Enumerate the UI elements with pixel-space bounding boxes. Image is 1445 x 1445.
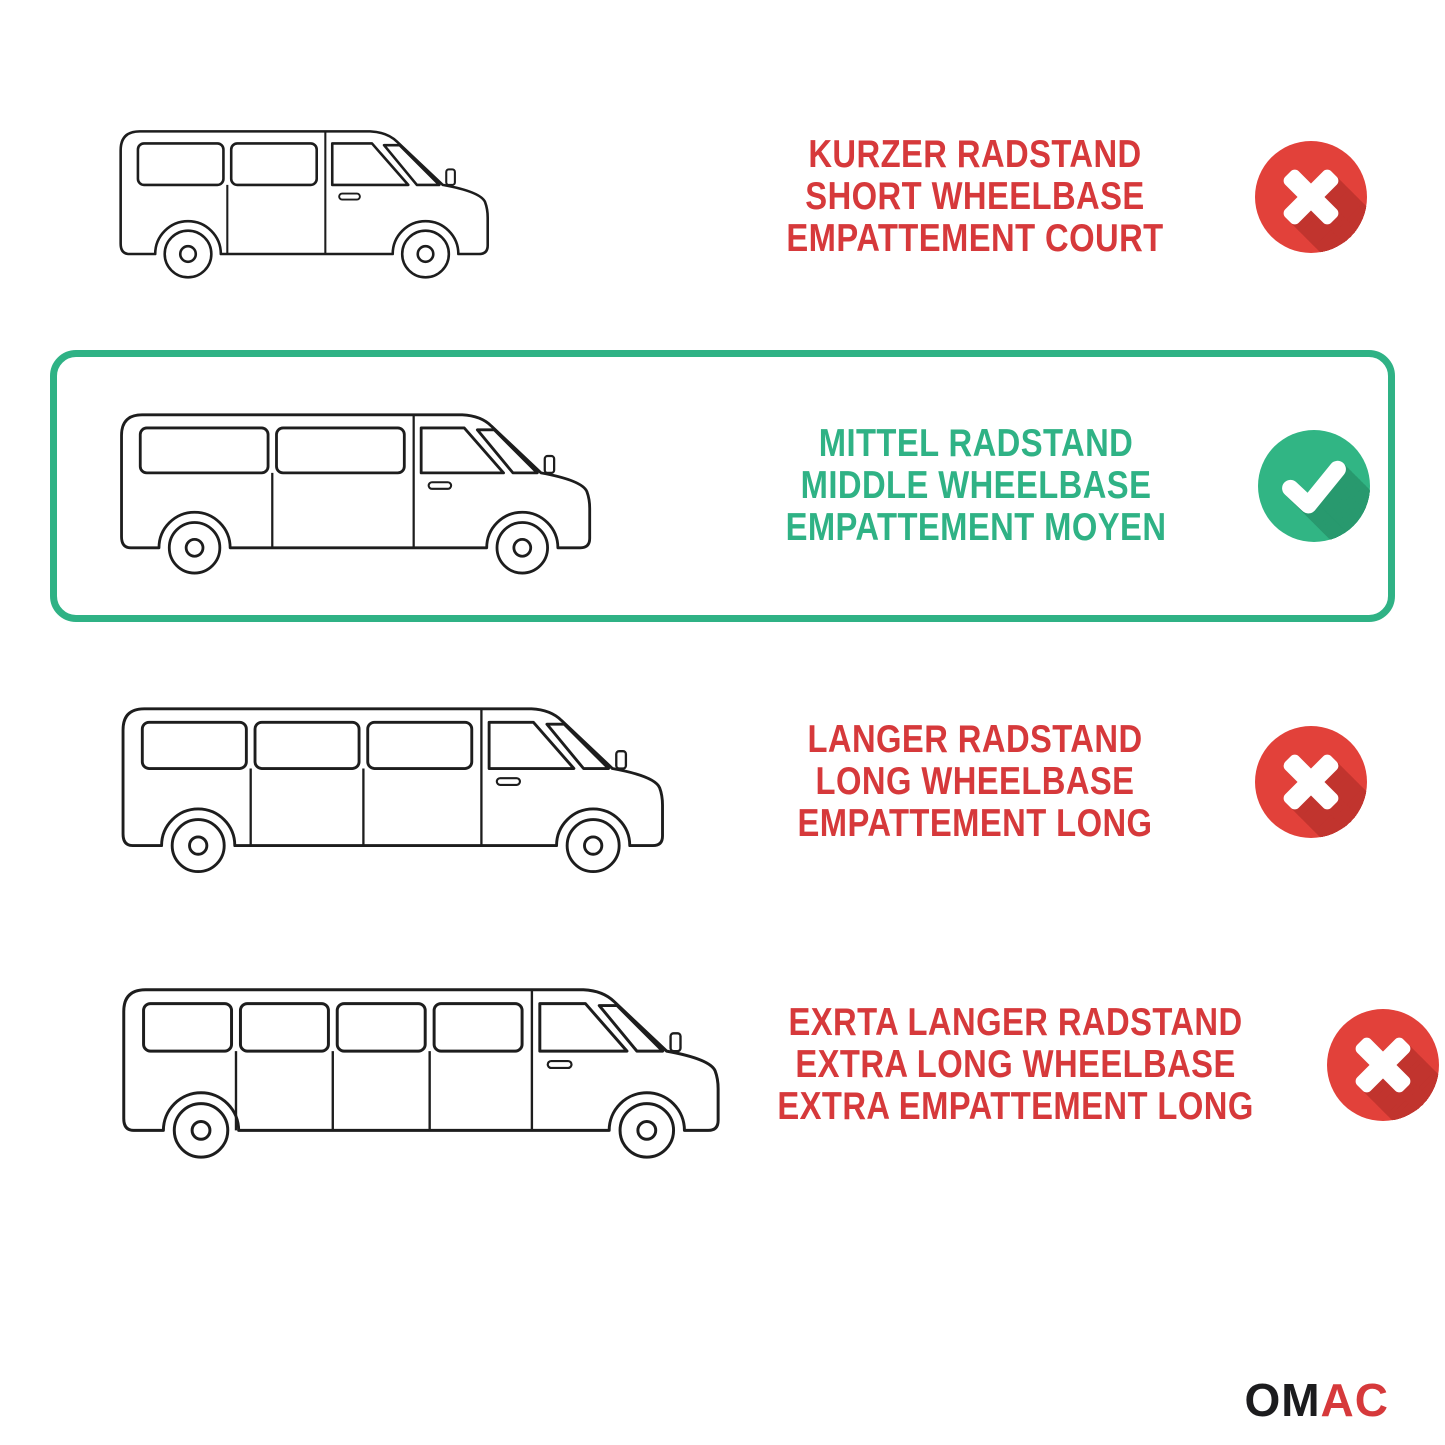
middle-wheelbase-van-illustration [97,383,722,589]
cross-icon [1255,141,1367,253]
cross-icon [1255,726,1367,838]
extra-long-wheelbase-label: EXRTA LANGER RADSTAND EXTRA LONG WHEELBA… [732,1000,1299,1129]
option-row-short-wheelbase: KURZER RADSTAND SHORT WHEELBASE EMPATTEM… [60,92,1385,302]
label-line-fr: EMPATTEMENT MOYEN [785,506,1167,550]
extra-long-wheelbase-van-illustration [98,956,732,1174]
label-line-de: LANGER RADSTAND [807,717,1143,761]
option-row-middle-wheelbase: MITTEL RADSTAND MIDDLE WHEELBASE EMPATTE… [50,350,1395,622]
short-wheelbase-label: KURZER RADSTAND SHORT WHEELBASE EMPATTEM… [723,132,1227,261]
label-line-fr: EXTRA EMPATTEMENT LONG [777,1085,1254,1129]
omac-logo-dark-part: OM [1244,1374,1321,1426]
omac-logo-red-part: AC [1320,1374,1389,1426]
middle-wheelbase-label: MITTEL RADSTAND MIDDLE WHEELBASE EMPATTE… [722,421,1230,550]
label-line-en: EXTRA LONG WHEELBASE [795,1042,1236,1086]
long-wheelbase-label: LANGER RADSTAND LONG WHEELBASE EMPATTEME… [723,717,1227,846]
label-line-fr: EMPATTEMENT COURT [786,217,1164,261]
check-icon [1258,430,1370,542]
label-line-de: MITTEL RADSTAND [818,421,1134,465]
long-wheelbase-van-illustration [98,676,723,888]
cross-icon [1327,1009,1440,1121]
label-line-en: SHORT WHEELBASE [805,174,1145,218]
label-line-de: KURZER RADSTAND [808,132,1142,176]
label-line-de: EXRTA LANGER RADSTAND [788,1000,1243,1044]
label-line-en: MIDDLE WHEELBASE [800,463,1152,507]
short-wheelbase-van-illustration [98,102,723,292]
label-line-fr: EMPATTEMENT LONG [797,802,1153,846]
omac-logo: OMAC [1244,1373,1389,1427]
option-row-extra-long-wheelbase: EXRTA LANGER RADSTAND EXTRA LONG WHEELBA… [60,946,1440,1184]
option-row-long-wheelbase: LANGER RADSTAND LONG WHEELBASE EMPATTEME… [60,666,1385,898]
label-line-en: LONG WHEELBASE [815,759,1135,803]
wheelbase-options: KURZER RADSTAND SHORT WHEELBASE EMPATTEM… [50,92,1440,1184]
